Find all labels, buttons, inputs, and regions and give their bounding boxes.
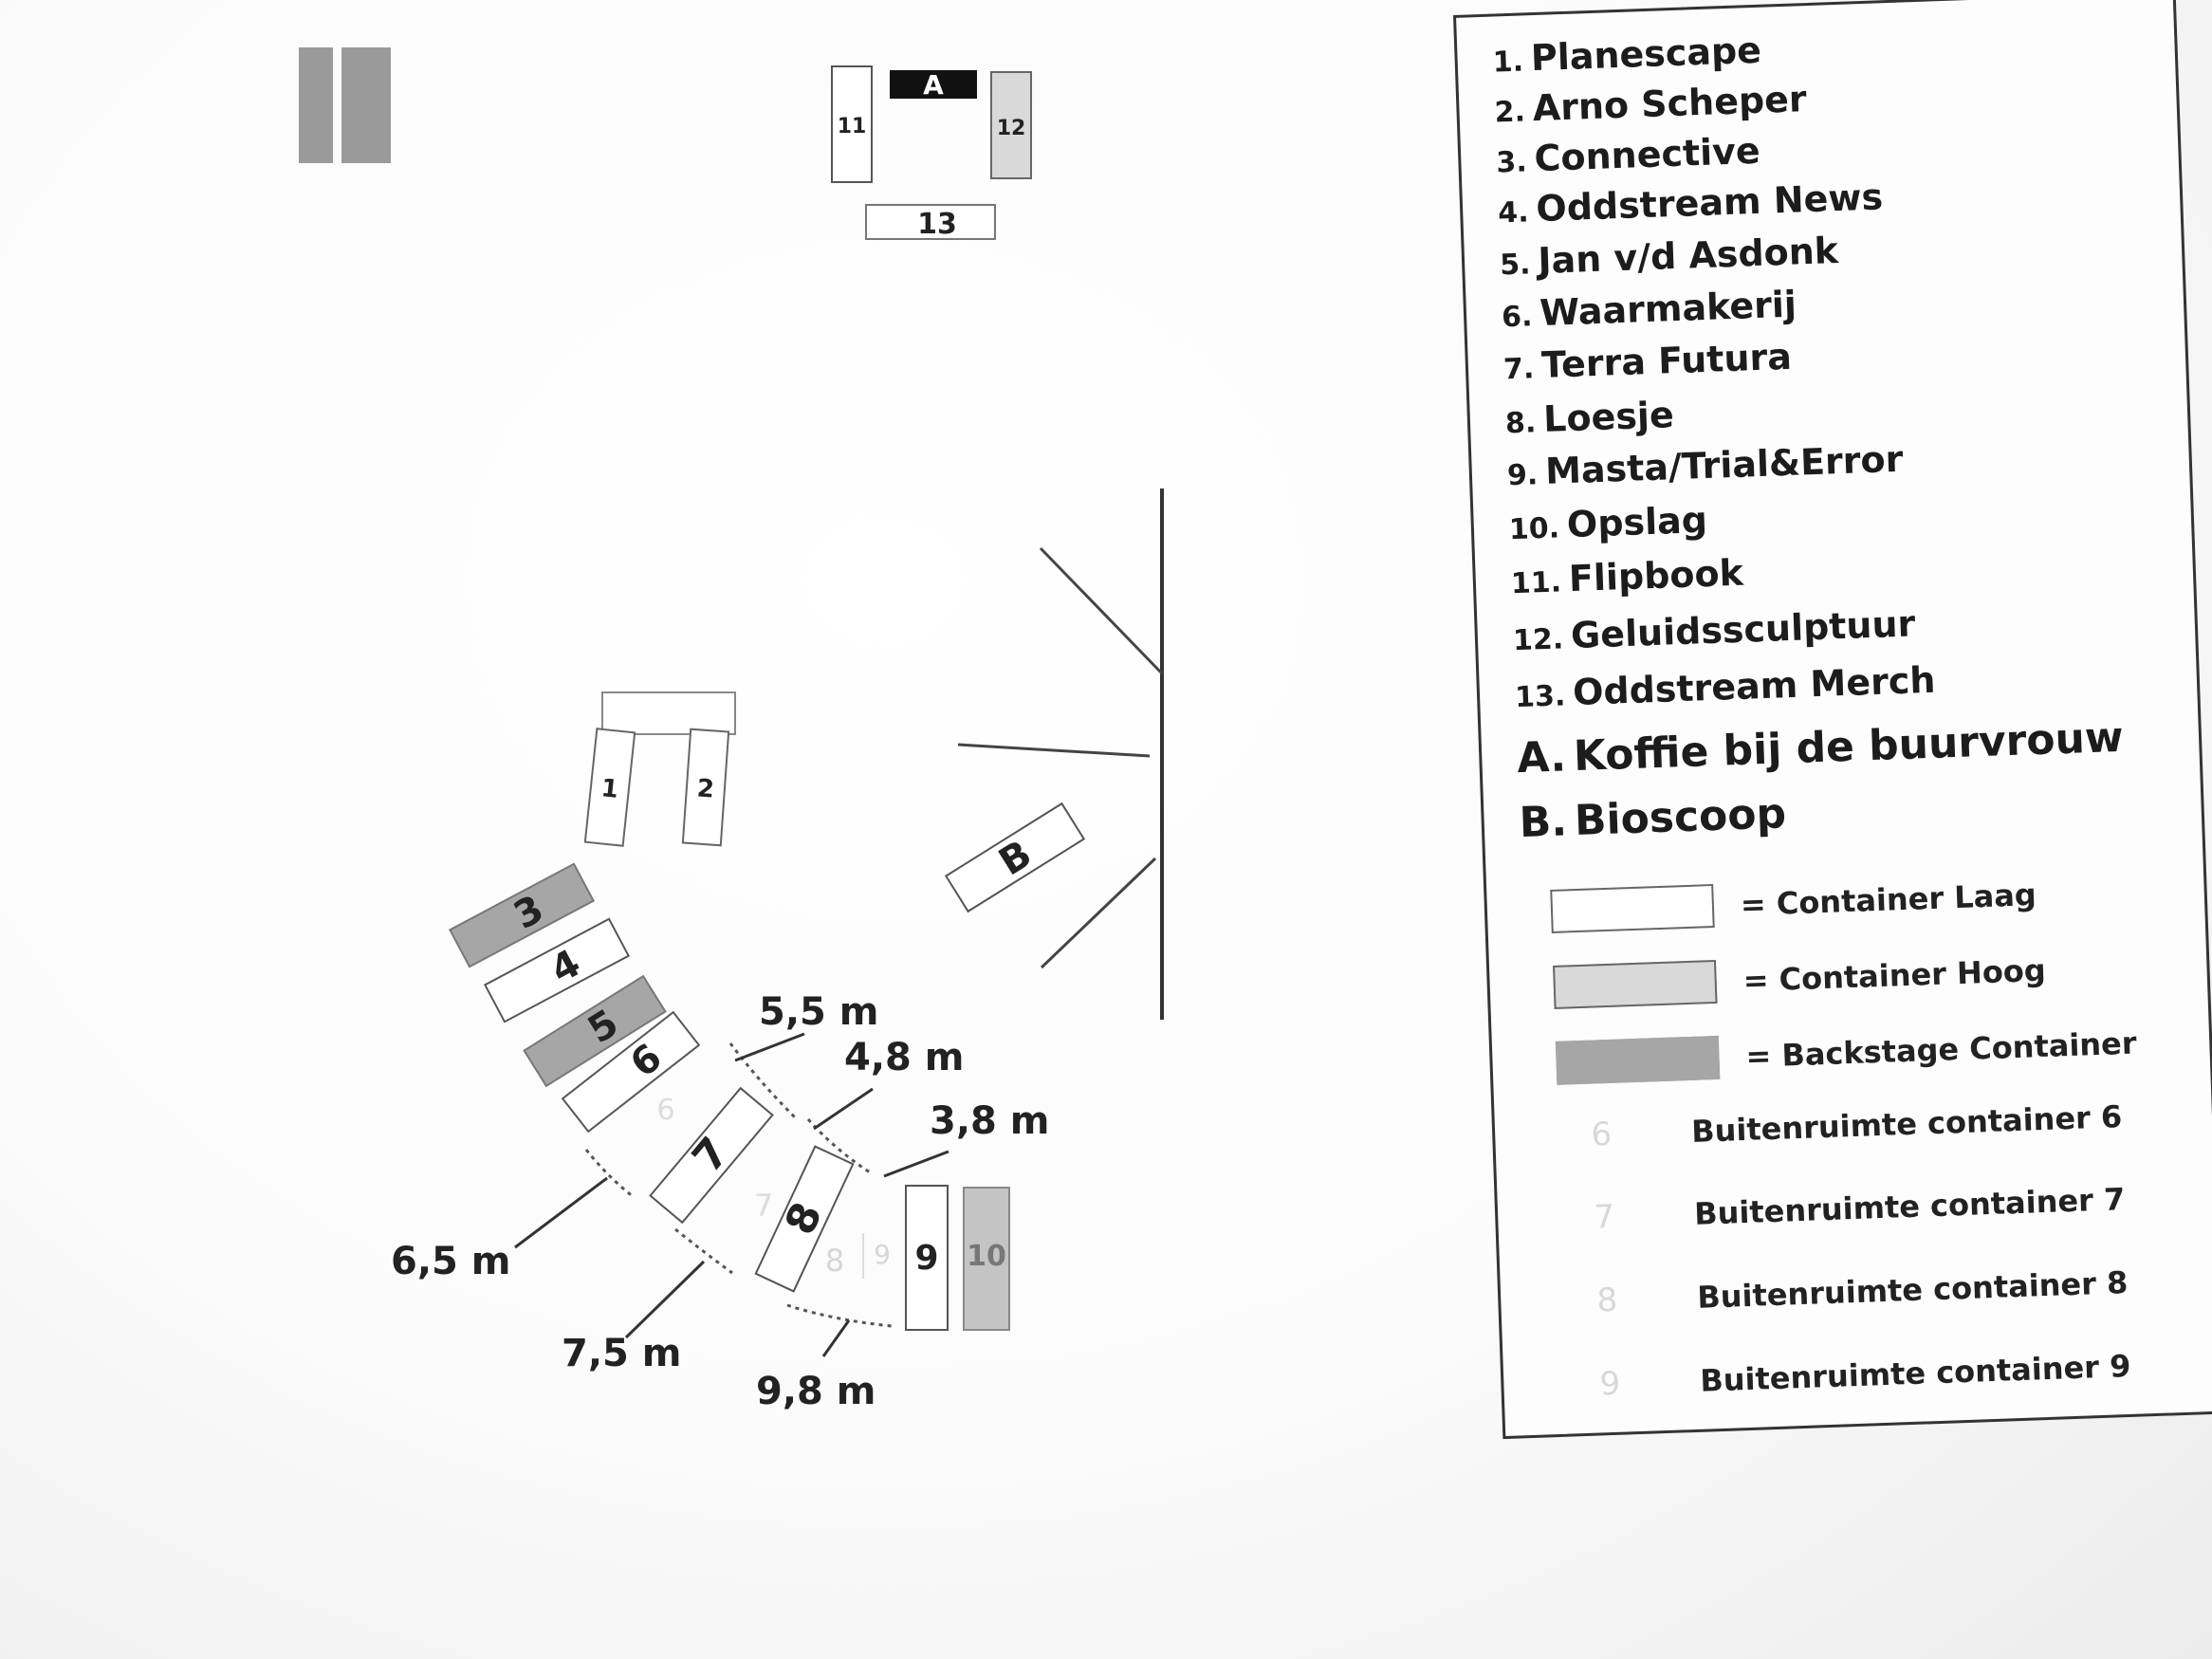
buitenruimte-8-label: 8: [825, 1243, 844, 1279]
arc-boundary-75: [674, 1227, 733, 1275]
swatch-backstage-container: [1555, 1035, 1721, 1085]
buitenruimte-6-label: 6: [656, 1094, 674, 1127]
pause-bar-right: [341, 47, 391, 163]
container-1-2-top: [601, 691, 736, 735]
swatch-container-laag: [1550, 883, 1715, 933]
container-10: [963, 1187, 1010, 1331]
buitenruimte-7-label: 7: [754, 1188, 773, 1224]
leader-55: [734, 1032, 805, 1062]
wall-horizontal: [957, 743, 1151, 758]
leader-98: [821, 1319, 851, 1357]
leader-38: [883, 1150, 949, 1178]
wall-diagonal-bottom: [1040, 857, 1157, 969]
legend: 1.Planescape 2.Arno Scheper 3.Connective…: [1453, 0, 2212, 1440]
container-5: 5: [523, 974, 667, 1088]
container-13-label: 13: [917, 208, 957, 241]
legend-item-8: 8.Loesje: [1504, 394, 1675, 441]
leader-65: [514, 1176, 608, 1249]
container-8: 8: [754, 1145, 855, 1293]
dimension-6-5m: 6,5 m: [391, 1240, 510, 1283]
swatch-container-hoog: [1553, 959, 1718, 1009]
arc-boundary-65: [584, 1149, 635, 1199]
container-2: 2: [681, 728, 730, 847]
container-a: [890, 70, 977, 99]
container-1: 1: [583, 728, 636, 847]
container-10-label: 10: [967, 1240, 1006, 1273]
container-9: [905, 1185, 949, 1331]
dimension-3-8m: 3,8 m: [930, 1099, 1049, 1143]
container-11: [831, 65, 873, 183]
container-7: 7: [649, 1086, 774, 1225]
legend-item-11: 11.Flipbook: [1510, 551, 1744, 601]
container-a-label: A: [923, 69, 944, 101]
container-4: 4: [483, 917, 631, 1023]
buitenruimte-9-label: 9: [874, 1239, 891, 1270]
dimension-7-5m: 7,5 m: [562, 1332, 681, 1375]
legend-item-b: B.Bioscoop: [1518, 789, 1787, 848]
dimension-9-8m: 9,8 m: [756, 1370, 876, 1413]
container-12-label: 12: [997, 117, 1026, 140]
container-2-label: 2: [696, 774, 715, 803]
dimension-5-5m: 5,5 m: [759, 990, 878, 1034]
leader-48: [813, 1087, 874, 1131]
legend-item-10: 10.Opslag: [1508, 498, 1708, 547]
arc-boundary-98: [786, 1303, 893, 1328]
container-11-label: 11: [838, 115, 867, 138]
container-1-label: 1: [599, 774, 619, 804]
container-13: [865, 204, 996, 240]
pause-bar-left: [299, 47, 333, 163]
container-12: [990, 71, 1032, 179]
leader-75: [624, 1260, 706, 1339]
container-9-label: 9: [914, 1239, 938, 1278]
container-b: B: [944, 802, 1086, 913]
wall-diagonal-top: [1039, 546, 1164, 675]
dimension-4-8m: 4,8 m: [844, 1036, 964, 1079]
arc-boundary-55: [728, 1042, 799, 1121]
site-map: 11 A 12 13 B 1 2 3 4 5 6 6 7 7: [299, 47, 1164, 1413]
